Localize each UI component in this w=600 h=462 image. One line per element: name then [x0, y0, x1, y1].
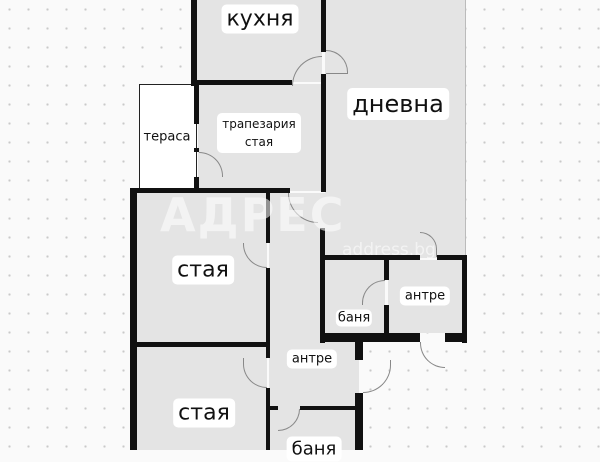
wall — [355, 340, 363, 360]
room-label-bedroom1: стая — [172, 255, 234, 285]
wall — [320, 333, 420, 342]
wall — [320, 228, 325, 343]
room-label-hall: антре — [286, 349, 338, 369]
watermark-url: address.bg — [342, 240, 436, 260]
wall — [266, 268, 270, 358]
wall — [266, 388, 270, 450]
wall — [195, 80, 292, 85]
wall — [191, 0, 197, 86]
wall — [462, 255, 467, 343]
room-label-bedroom2: стая — [173, 398, 235, 428]
wall — [137, 342, 267, 347]
watermark-logo: АДРЕС — [160, 188, 346, 242]
wall — [321, 74, 326, 192]
wall — [355, 393, 363, 450]
wall — [194, 84, 199, 124]
wall — [130, 188, 290, 193]
wall — [194, 177, 199, 190]
wall — [270, 406, 278, 410]
wall — [130, 188, 137, 450]
wall — [266, 193, 270, 243]
wall — [194, 148, 199, 152]
wall — [300, 406, 357, 410]
room-label-kitchen: кухня — [221, 4, 299, 34]
wall — [321, 0, 326, 52]
wall — [320, 255, 420, 260]
wall — [445, 333, 467, 342]
door — [420, 342, 445, 368]
room-label-dining: трапезария стая — [217, 113, 301, 153]
wall — [437, 255, 465, 260]
room-label-bath2: баня — [286, 436, 342, 462]
room-label-bath1: баня — [335, 309, 373, 327]
room-label-terrace: тераса — [142, 128, 192, 146]
room-label-entry: антре — [399, 286, 451, 306]
wall — [384, 260, 389, 280]
wall — [384, 305, 389, 335]
door — [363, 360, 391, 393]
room-label-living: дневна — [347, 88, 449, 120]
